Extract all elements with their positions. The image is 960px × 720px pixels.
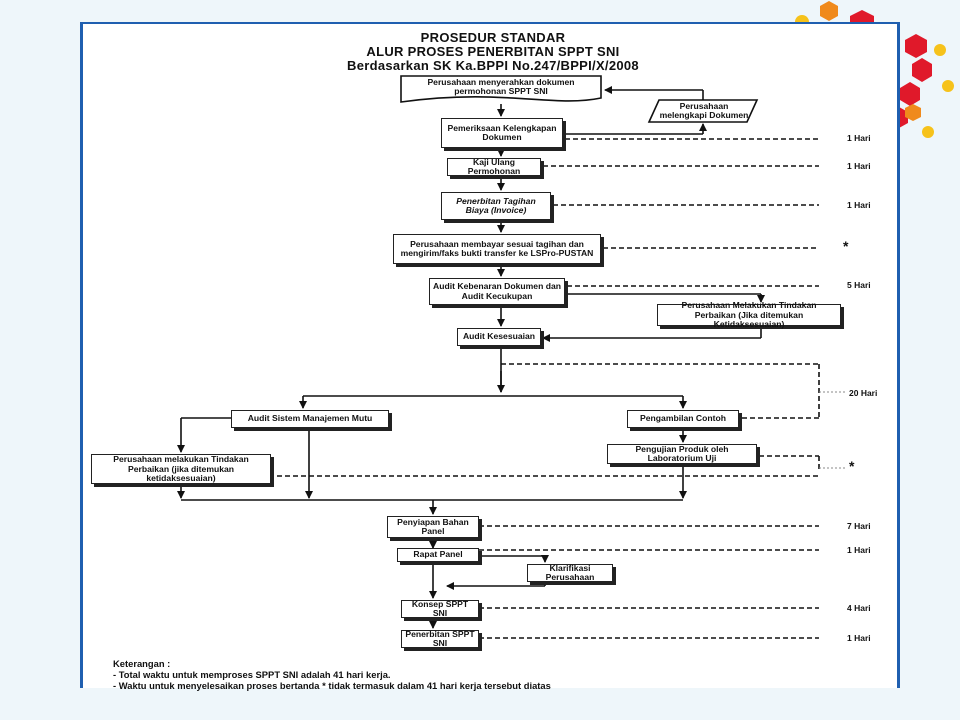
duration-audit-sampling: 20 Hari — [849, 388, 878, 398]
invoice-box: Penerbitan Tagihan Biaya (Invoice) — [441, 192, 551, 220]
issuance-box: Penerbitan SPPT SNI — [401, 629, 479, 648]
notes-line-1: - Total waktu untuk memproses SPPT SNI a… — [113, 669, 391, 680]
marker-payment: * — [843, 238, 849, 254]
check-docs-box: Pemeriksaan Kelengkapan Dokumen — [441, 118, 563, 148]
panel-meeting-box: Rapat Panel — [397, 548, 479, 562]
title-line-3: Berdasarkan SK Ka.BPPI No.247/BPPI/X/200… — [347, 58, 639, 73]
panel-prep-box: Penyiapan Bahan Panel — [387, 516, 479, 538]
duration-panel-prep: 7 Hari — [847, 521, 871, 531]
duration-invoice: 1 Hari — [847, 200, 871, 210]
sampling-box: Pengambilan Contoh — [627, 410, 739, 428]
complete-docs-shape — [647, 99, 759, 123]
flowchart-panel: PROSEDUR STANDAR ALUR PROSES PENERBITAN … — [80, 22, 900, 691]
complete-docs-text: Perusahaan melengkapi Dokumen — [659, 101, 749, 121]
payment-box: Perusahaan membayar sesuai tagihan dan m… — [393, 234, 601, 264]
duration-doc-audit: 5 Hari — [847, 280, 871, 290]
title-line-1: PROSEDUR STANDAR — [420, 30, 566, 45]
lab-test-box: Pengujian Produk oleh Laboratorium Uji — [607, 444, 757, 464]
duration-panel-meeting: 1 Hari — [847, 545, 871, 555]
corrective-action-box-1: Perusahaan Melakukan Tindakan Perbaikan … — [657, 301, 841, 328]
flow-connectors — [177, 75, 847, 639]
conformity-audit-box: Audit Kesesuaian — [457, 328, 541, 346]
duration-issuance: 1 Hari — [847, 633, 871, 643]
submit-document-text: Perusahaan menyerahkan dokumen permohona… — [427, 77, 575, 97]
submit-document-shape — [400, 75, 602, 103]
duration-review: 1 Hari — [847, 161, 871, 171]
notes-line-2: - Waktu untuk menyelesaikan proses berta… — [113, 680, 551, 691]
draft-sppt-box: Konsep SPPT SNI — [401, 599, 479, 618]
duration-check: 1 Hari — [847, 133, 871, 143]
title-line-2: ALUR PROSES PENERBITAN SPPT SNI — [366, 44, 620, 59]
notes-heading: Keterangan : — [113, 658, 171, 669]
clarification-box: Klarifikasi Perusahaan — [527, 563, 613, 582]
review-box: Kaji Ulang Permohonan — [447, 157, 541, 176]
qms-audit-box: Audit Sistem Manajemen Mutu — [231, 410, 389, 428]
corrective-action-box-2: Perusahaan melakukan Tindakan Perbaikan … — [91, 454, 271, 484]
duration-draft: 4 Hari — [847, 603, 871, 613]
marker-lab-test: * — [849, 458, 855, 474]
doc-audit-box: Audit Kebenaran Dokumen dan Audit Kecuku… — [429, 278, 565, 305]
